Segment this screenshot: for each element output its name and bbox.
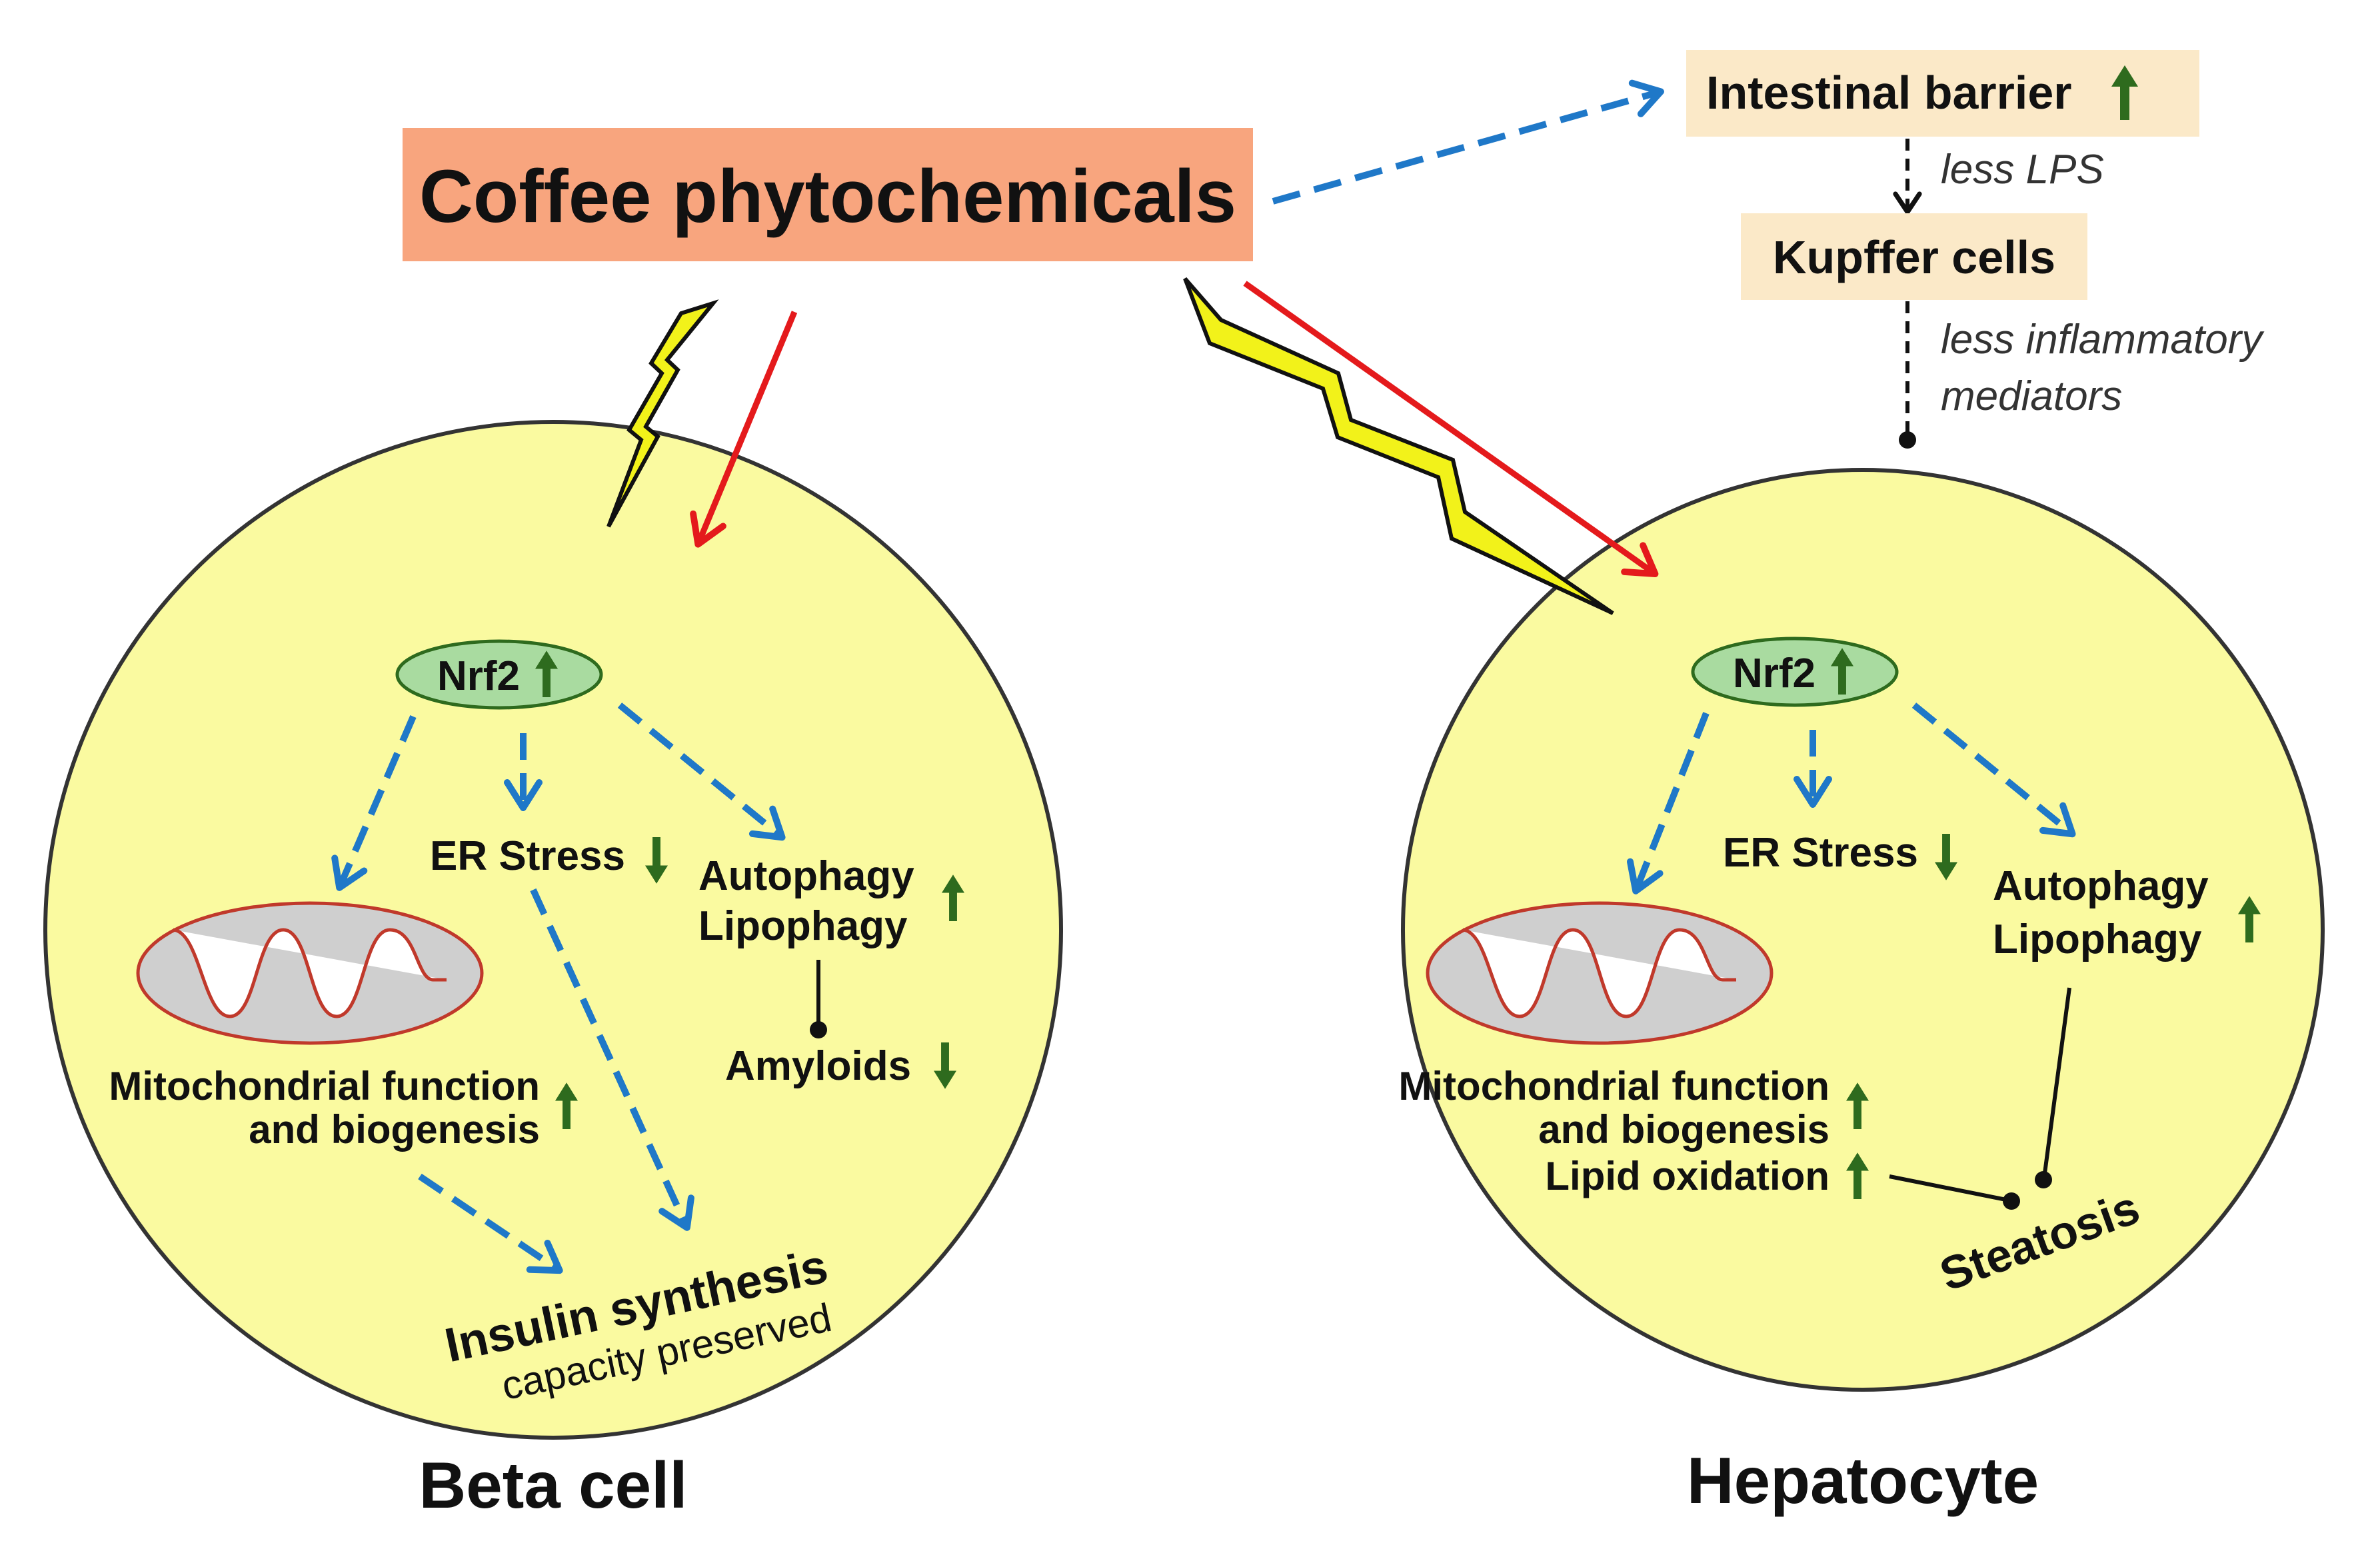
kupffer-cells-label: Kupffer cells [1773,231,2055,283]
less-lps-label: less LPS [1941,147,2104,193]
intestinal-barrier-label: Intestinal barrier [1706,67,2072,119]
hep-er-stress-label: ER Stress [1723,830,1918,876]
hep-nrf2-label: Nrf2 [1733,651,1815,697]
beta-mito-label-2: and biogenesis [249,1107,540,1152]
hepatocyte-title: Hepatocyte [1687,1444,2039,1517]
beta-nrf2-label: Nrf2 [437,653,520,699]
beta-autophagy-label: Autophagy [698,853,914,899]
hep-lipophagy-label: Lipophagy [1993,916,2202,962]
beta-lipophagy-label: Lipophagy [698,903,908,949]
kupffer-inhibition-dot [1899,431,1916,449]
beta-amyloids-label: Amyloids [725,1043,911,1089]
hep-lipid-oxidation-steatosis-inhibition [1889,1174,2007,1202]
source-to-hepatocyte-arrow [1243,281,1659,577]
hep-nrf2-to-mito-arrow [1626,712,1710,894]
hep-mito-label-2: and biogenesis [1538,1107,1829,1152]
hep-nrf2-to-autophagy-arrow [1911,703,2076,838]
beta-amyloids-inhibition-dot [810,1021,827,1038]
less-inflammatory-label-2: mediators [1941,373,2122,419]
kupffer-cells-box [1741,213,2087,300]
lightning-bolt-icon [606,299,719,528]
beta-er-to-insulin-arrow [530,888,694,1231]
mitochondrion-icon [136,901,484,1045]
hep-steatosis-inhibition-dot-1 [2003,1192,2020,1210]
beta-er-stress-label: ER Stress [430,833,625,879]
beta-mito-label-1: Mitochondrial function [109,1064,540,1108]
beta-nrf2-to-autophagy-arrow [617,703,786,841]
source-to-barrier-arrow [1272,79,1664,205]
mitochondrion-icon [1426,901,1774,1045]
less-inflammatory-label-1: less inflammatory [1941,317,2265,363]
beta-mito-to-insulin-arrow [418,1173,563,1274]
beta-nrf2-to-mito-arrow [331,715,417,891]
beta-cell-title: Beta cell [419,1448,687,1522]
source-to-beta-cell-arrow [690,311,798,548]
hep-autophagy-steatosis-inhibition [2043,987,2071,1174]
source-box [403,128,1253,261]
hep-autophagy-label: Autophagy [1993,863,2209,909]
intestinal-barrier-box [1686,50,2199,137]
hepatocyte-body [1401,468,2325,1392]
lightning-bolt-icon [1183,277,1614,615]
hep-lipid-oxidation-label: Lipid oxidation [1545,1154,1829,1198]
source-label: Coffee phytochemicals [419,155,1236,238]
hep-mito-label-1: Mitochondrial function [1398,1064,1829,1108]
hep-steatosis-inhibition-dot-2 [2035,1171,2052,1188]
